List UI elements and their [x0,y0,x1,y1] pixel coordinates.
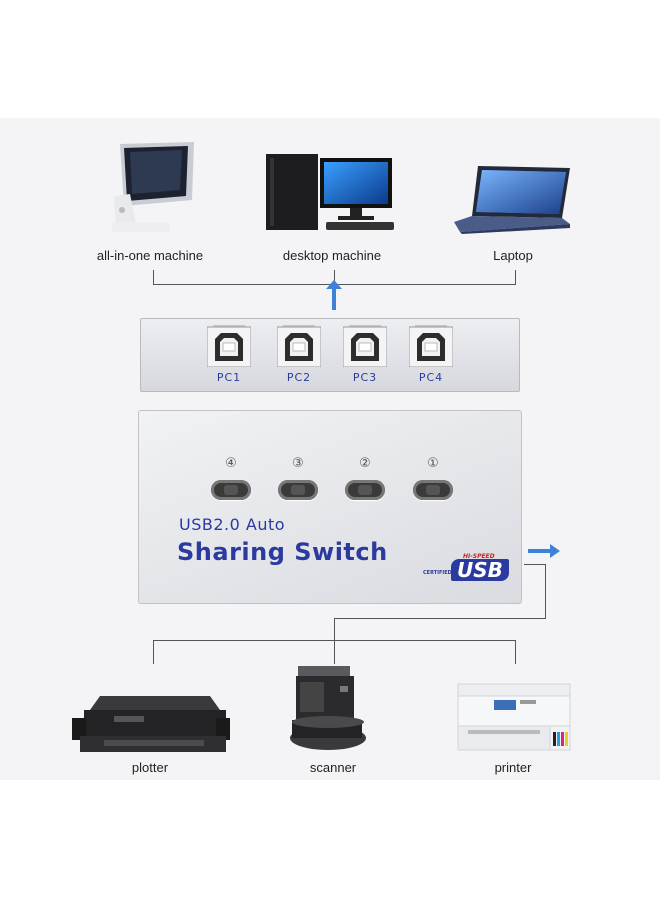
connector-line [153,640,154,664]
device-label-desktop: desktop machine [282,248,382,263]
connector-line [515,270,516,285]
logo-usb: USB [451,559,509,581]
device-label-printer: printer [494,760,532,775]
connector-line [334,270,335,285]
laptop-icon [454,166,570,234]
usb-b-port-icon [343,325,387,367]
usb-certified-logo: HI-SPEED CERTIFIED USB [423,553,511,587]
select-button-3[interactable] [278,480,318,500]
scanner-icon [290,666,366,750]
connector-line [334,640,335,664]
led-number-1: ① [427,456,439,471]
select-button-2[interactable] [345,480,385,500]
connector-line [334,618,335,640]
led-number-3: ③ [292,456,304,471]
port-label-pc2: PC2 [286,371,312,384]
logo-certified: CERTIFIED [423,570,452,576]
connector-line [334,618,546,619]
connector-line [524,564,546,565]
connector-line [515,640,516,664]
usb-b-port-icon [409,325,453,367]
arrow-right-icon [528,544,560,558]
plotter-icon [72,696,230,752]
switch-front-panel: ④ ③ ② ① USB2.0 Auto Sharing Switch HI-SP… [138,410,522,604]
usb-b-port-icon [277,325,321,367]
device-label-all-in-one: all-in-one machine [96,248,204,263]
usb-b-port-icon [207,325,251,367]
select-button-1[interactable] [413,480,453,500]
connector-line [153,270,154,285]
product-line-1: USB2.0 Auto [179,515,286,534]
all-in-one-pc-icon [112,142,194,232]
printer-icon [457,683,571,751]
select-button-4[interactable] [211,480,251,500]
logo-hispeed: HI-SPEED [463,553,495,560]
switch-back-panel: PC1 PC2 PC3 PC4 [140,318,520,392]
led-number-2: ② [359,456,371,471]
port-label-pc4: PC4 [418,371,444,384]
led-number-4: ④ [225,456,237,471]
port-label-pc3: PC3 [352,371,378,384]
arrow-up-icon [326,280,342,310]
product-title: Sharing Switch [177,538,388,566]
device-label-plotter: plotter [131,760,169,775]
desktop-pc-icon [266,154,394,230]
connector-line [545,564,546,618]
device-label-scanner: scanner [309,760,357,775]
diagram-canvas: all-in-one machine desktop machine Lapto… [0,118,660,780]
device-label-laptop: Laptop [493,248,533,263]
port-label-pc1: PC1 [216,371,242,384]
